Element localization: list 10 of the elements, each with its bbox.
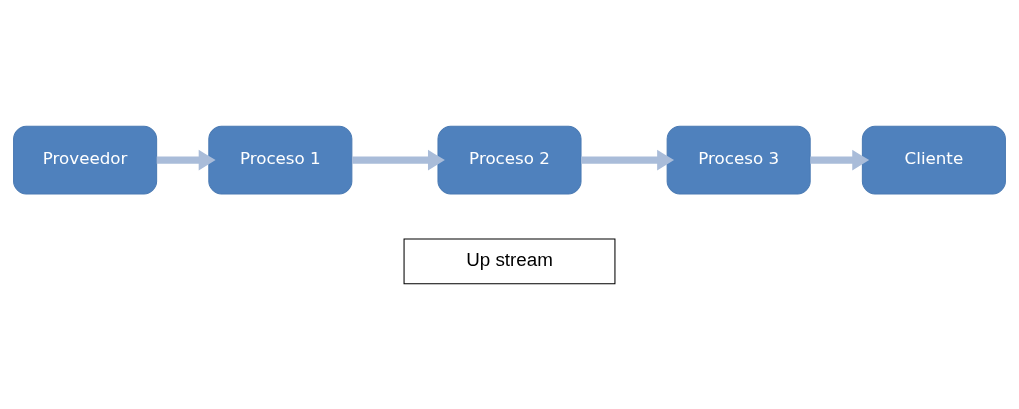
arrow [352,149,445,170]
arrow [156,149,216,170]
arrow [581,149,675,170]
node-box: Proveedor [13,125,158,195]
node-box: Proceso 2 [437,125,582,195]
node-box: Up stream [403,237,616,284]
node-box: Proceso 1 [208,125,353,195]
node-box: Proceso 3 [666,125,811,195]
node-box: Cliente [861,125,1006,195]
arrow [810,149,870,170]
